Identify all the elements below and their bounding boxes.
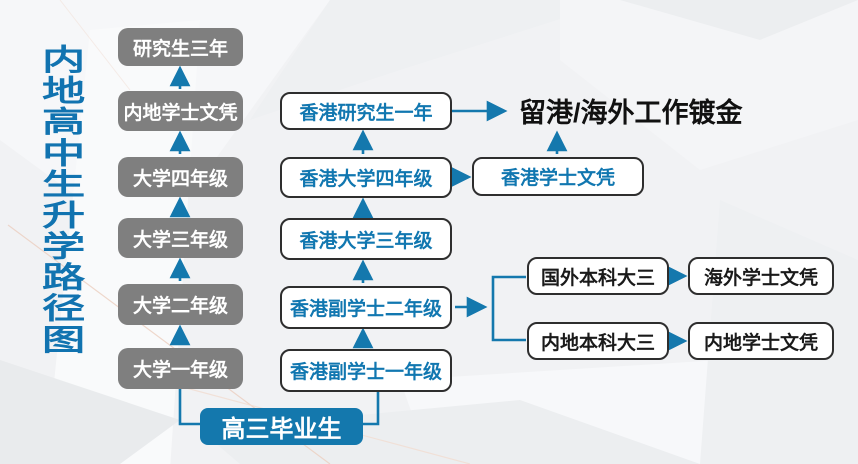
node-overseas-junior-year: 国外本科大三 <box>527 257 669 295</box>
node-mainland-junior-year: 内地本科大三 <box>527 322 669 360</box>
vertical-title: 内地高中生升学路径图 <box>35 44 84 355</box>
node-uni-year3: 大学三年级 <box>118 218 243 258</box>
node-hk-uni-year3: 香港大学三年级 <box>280 218 452 260</box>
node-uni-year2: 大学二年级 <box>118 284 243 325</box>
node-uni-year4: 大学四年级 <box>118 157 243 197</box>
node-hk-uni-year4: 香港大学四年级 <box>280 157 452 198</box>
node-mainland-bachelor-diploma-track: 内地学士文凭 <box>118 91 243 131</box>
node-hk-bachelor-diploma: 香港学士文凭 <box>472 157 644 196</box>
node-overseas-bachelor-diploma: 海外学士文凭 <box>688 257 834 295</box>
node-hk-associate-year1: 香港副学士一年级 <box>280 349 452 392</box>
node-postgrad-3yr: 研究生三年 <box>118 28 243 66</box>
node-hk-associate-year2: 香港副学士二年级 <box>280 286 452 329</box>
node-mainland-bachelor-diploma: 内地学士文凭 <box>688 322 834 360</box>
label-work-gilding: 留港/海外工作镀金 <box>519 97 743 128</box>
node-senior3-graduate: 高三毕业生 <box>200 408 363 445</box>
node-hk-postgrad-1yr: 香港研究生一年 <box>280 92 452 130</box>
node-uni-year1: 大学一年级 <box>118 348 243 389</box>
